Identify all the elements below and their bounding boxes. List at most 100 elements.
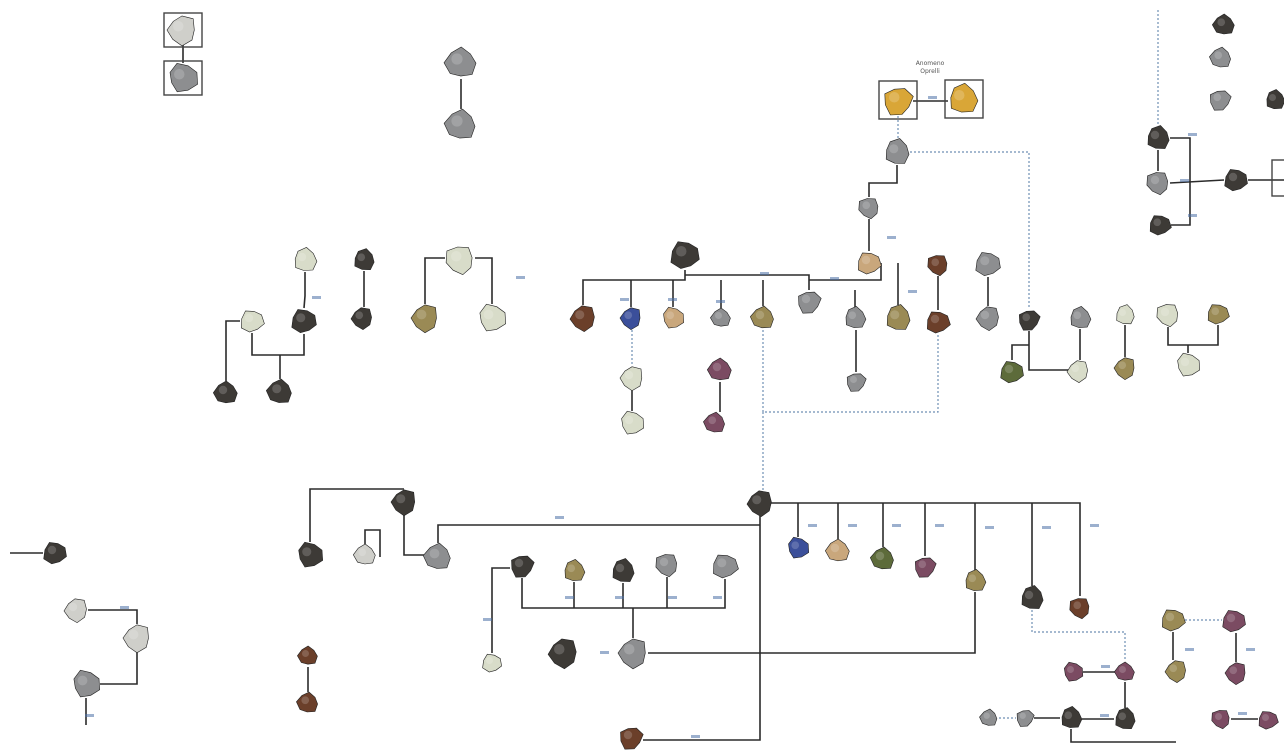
- stone-highlight: [968, 574, 976, 582]
- stone-highlight: [567, 564, 575, 572]
- stone-highlight: [451, 115, 462, 126]
- stone-node: [707, 358, 731, 380]
- stone-highlight: [862, 256, 870, 264]
- stone-highlight: [1229, 666, 1237, 674]
- stone-highlight: [756, 311, 764, 319]
- stone-shape: [656, 555, 677, 577]
- stone-node: [1067, 361, 1088, 383]
- edge-mark: [483, 618, 492, 621]
- stone-shape: [1157, 305, 1178, 327]
- stone-highlight: [890, 310, 899, 319]
- stone-node: [123, 625, 149, 653]
- stone-node: [241, 311, 264, 332]
- stone-highlight: [752, 495, 761, 504]
- edge-mark: [1100, 714, 1109, 717]
- edge-mark: [615, 596, 624, 599]
- edge-mark: [516, 276, 525, 279]
- stone-node: [847, 374, 866, 392]
- stone-node: [747, 491, 771, 517]
- stone-node: [620, 367, 642, 391]
- stone-highlight: [980, 256, 989, 265]
- stone-highlight: [1262, 714, 1269, 721]
- stone-highlight: [173, 21, 184, 32]
- stone-highlight: [69, 603, 77, 611]
- connector-line: [475, 258, 492, 304]
- stone-nodes: [44, 14, 1284, 749]
- connector-line: [685, 275, 809, 290]
- stone-node: [570, 306, 594, 332]
- edges: [10, 45, 1284, 742]
- stone-shape: [976, 253, 1001, 276]
- edge-mark: [1090, 524, 1099, 527]
- stone-node: [1212, 14, 1234, 34]
- stone-node: [444, 109, 475, 138]
- stone-node: [1116, 708, 1135, 729]
- edge-mark: [1238, 712, 1247, 715]
- stone-node: [480, 304, 506, 331]
- stone-highlight: [1217, 18, 1225, 26]
- stone-highlight: [451, 251, 462, 262]
- stone-highlight: [1214, 51, 1222, 59]
- stone-highlight: [396, 494, 405, 503]
- stone-shape: [664, 307, 684, 328]
- stone-shape: [512, 556, 535, 577]
- stone-shape: [44, 542, 67, 563]
- stone-node: [299, 542, 323, 567]
- stone-highlight: [575, 310, 584, 319]
- stone-highlight: [889, 144, 898, 153]
- stone-highlight: [931, 315, 939, 323]
- stone-node: [1150, 216, 1171, 235]
- stone-highlight: [1005, 365, 1013, 373]
- stone-highlight: [862, 201, 870, 209]
- stone-node: [483, 654, 502, 672]
- stone-highlight: [831, 544, 839, 552]
- edge-mark: [908, 290, 917, 293]
- stone-node: [613, 559, 634, 582]
- stone-node: [512, 556, 535, 577]
- stone-shape: [1147, 173, 1168, 195]
- edge-mark: [312, 296, 321, 299]
- edge-mark: [600, 651, 609, 654]
- stone-shape: [1225, 169, 1248, 190]
- stone-node: [622, 411, 644, 434]
- stone-shape: [391, 490, 415, 516]
- connector-line: [404, 515, 424, 555]
- stone-shape: [241, 311, 264, 332]
- stone-shape: [713, 555, 738, 578]
- stone-shape: [1212, 710, 1229, 728]
- stone-node: [1157, 305, 1178, 327]
- stone-highlight: [1166, 613, 1174, 621]
- stone-highlight: [624, 731, 632, 739]
- stone-node: [295, 247, 317, 270]
- stone-highlight: [302, 547, 311, 556]
- stone-shape: [351, 308, 372, 330]
- stone-shape: [292, 310, 317, 333]
- stone-shape: [1208, 305, 1229, 324]
- stone-shape: [299, 542, 323, 567]
- stone-highlight: [624, 311, 632, 319]
- stone-highlight: [358, 548, 366, 556]
- stone-highlight: [1020, 713, 1026, 719]
- stone-highlight: [1073, 601, 1081, 609]
- stone-node: [1178, 353, 1200, 376]
- connector-line: [252, 333, 304, 355]
- stone-node: [355, 249, 374, 270]
- stone-shape: [1001, 361, 1024, 382]
- stone-node: [928, 256, 947, 276]
- edge-mark: [1180, 179, 1189, 182]
- stone-shape: [1178, 353, 1200, 376]
- connector-line: [1170, 180, 1224, 183]
- stone-highlight: [1151, 131, 1159, 139]
- connector-line: [1071, 729, 1176, 742]
- stone-node: [1064, 662, 1083, 681]
- stone-shape: [976, 307, 999, 331]
- stone-highlight: [486, 657, 493, 664]
- stone-node: [664, 307, 684, 328]
- stone-highlight: [451, 53, 462, 64]
- stone-highlight: [1153, 218, 1161, 226]
- stone-highlight: [1119, 309, 1126, 316]
- stone-node: [1209, 47, 1230, 67]
- connector-line: [1168, 325, 1218, 345]
- stone-highlight: [1067, 666, 1074, 673]
